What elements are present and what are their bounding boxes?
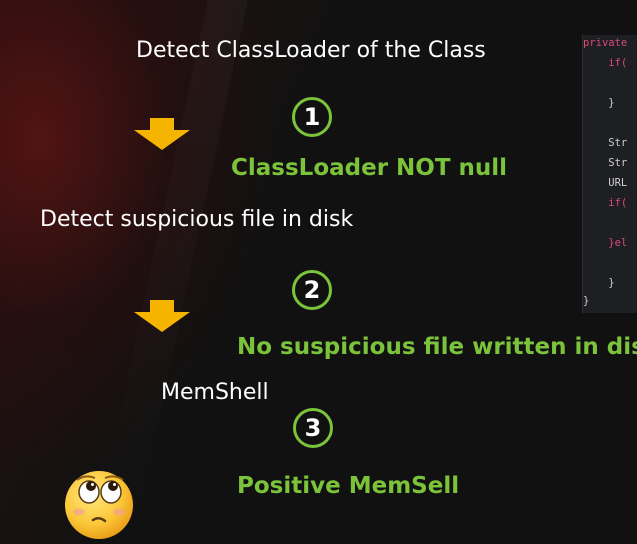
- code-line: }: [583, 295, 590, 307]
- code-line: if(: [583, 197, 628, 209]
- step-2-number-badge: 2: [292, 270, 332, 310]
- step-1-number-badge: 1: [292, 97, 332, 137]
- thinking-eyes-emoji-icon: [63, 468, 135, 540]
- code-line: }: [583, 97, 615, 109]
- code-snippet-panel: private if( } Str Str URL if( }el } }: [582, 35, 637, 313]
- code-line: private: [583, 37, 628, 49]
- code-line: if(: [583, 57, 628, 69]
- step-3-result: Positive MemSell: [237, 473, 460, 499]
- step-2-heading: Detect suspicious file in disk: [40, 207, 354, 232]
- code-line: }: [583, 277, 615, 289]
- step-3-number-badge: 3: [293, 408, 333, 448]
- step-3-heading: MemShell: [161, 380, 269, 405]
- step-2-result: No suspicious file written in disk: [237, 334, 637, 360]
- step-1-heading: Detect ClassLoader of the Class: [136, 38, 486, 63]
- down-arrow-icon: [134, 300, 190, 332]
- code-line: Str: [583, 137, 628, 149]
- code-line: URL: [583, 177, 628, 189]
- code-line: }el: [583, 237, 628, 249]
- down-arrow-icon: [134, 118, 190, 150]
- code-line: Str: [583, 157, 628, 169]
- step-1-result: ClassLoader NOT null: [231, 155, 508, 181]
